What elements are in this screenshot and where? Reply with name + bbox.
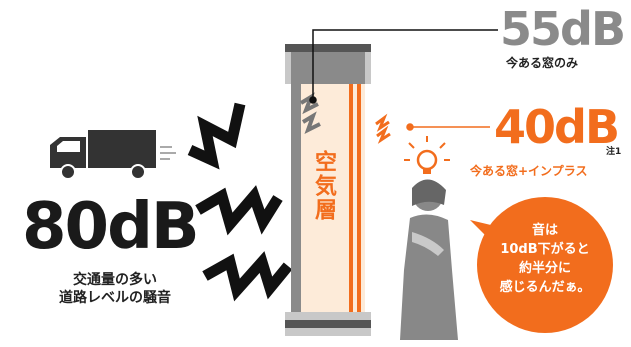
noise-level-40db: 40dB bbox=[494, 100, 620, 154]
inplus-window-caption: 今ある窓+インプラス bbox=[470, 164, 588, 178]
woman-figure-icon bbox=[400, 179, 458, 340]
truck-icon bbox=[50, 130, 176, 180]
speech-bubble-text: 音は 10dB下がると 約半分に 感じるんだぁ。 bbox=[485, 222, 605, 297]
speech-bubble-line1: 音は bbox=[531, 223, 558, 238]
speech-bubble bbox=[470, 197, 613, 333]
noise-wave-middle bbox=[195, 185, 283, 236]
road-noise-caption-line1: 交通量の多い bbox=[73, 272, 157, 288]
footnote-mark: 注1 bbox=[606, 147, 622, 157]
air-layer-label: 空気層 bbox=[311, 150, 336, 222]
road-noise-caption-line2: 道路レベルの騒音 bbox=[59, 289, 171, 306]
leader-line-55db bbox=[309, 29, 498, 104]
noise-wave-bottom bbox=[202, 251, 293, 302]
window-cross-section bbox=[285, 44, 371, 336]
small-noise-icon-gray bbox=[299, 92, 321, 135]
speech-bubble-line2: 10dB下がると bbox=[500, 241, 590, 257]
window-glass-left bbox=[291, 84, 301, 312]
speech-bubble-line4: 感じるんだぁ。 bbox=[499, 279, 591, 295]
noise-wave-top bbox=[187, 102, 246, 170]
air-layer bbox=[301, 84, 347, 312]
noise-level-55db: 55dB bbox=[500, 2, 626, 56]
noise-wave-icons bbox=[187, 102, 293, 302]
existing-window-caption: 今ある窓のみ bbox=[506, 56, 579, 70]
lightbulb-icon bbox=[404, 136, 450, 174]
small-noise-icon-orange bbox=[375, 113, 391, 144]
speech-bubble-line3: 約半分に bbox=[518, 260, 571, 276]
noise-level-80db: 80dB bbox=[22, 190, 200, 264]
leader-line-40db bbox=[406, 123, 490, 131]
road-noise-caption: 交通量の多い 道路レベルの騒音 bbox=[40, 272, 190, 307]
